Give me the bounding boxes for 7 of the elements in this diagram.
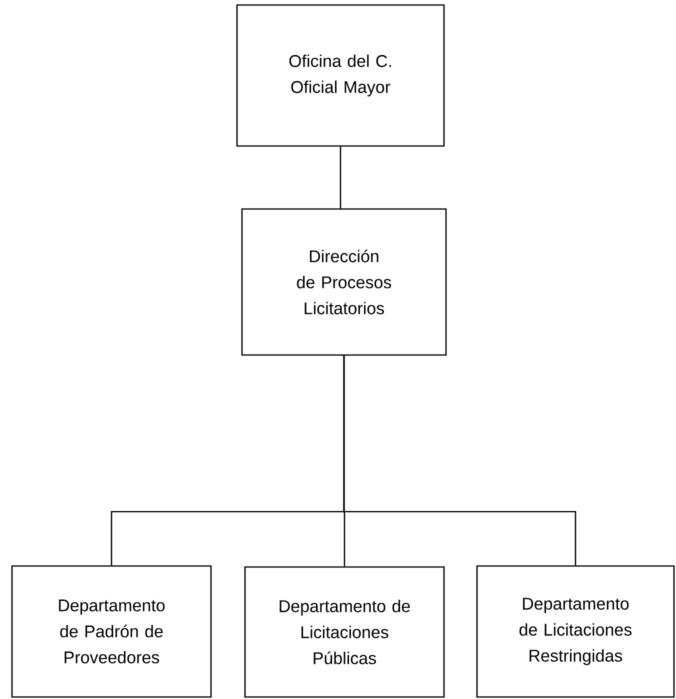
org-box: Oficina del C. Oficial Mayor (236, 4, 445, 147)
connector-line (340, 146, 342, 208)
org-box: Departamento de Licitaciones Restringidas (476, 565, 675, 698)
org-box: Departamento de Licitaciones Públicas (244, 566, 445, 698)
connector-line (343, 356, 576, 566)
org-box: Dirección de Procesos Licitatorios (241, 208, 447, 356)
org-box: Departamento de Padrón de Proveedores (11, 565, 212, 698)
